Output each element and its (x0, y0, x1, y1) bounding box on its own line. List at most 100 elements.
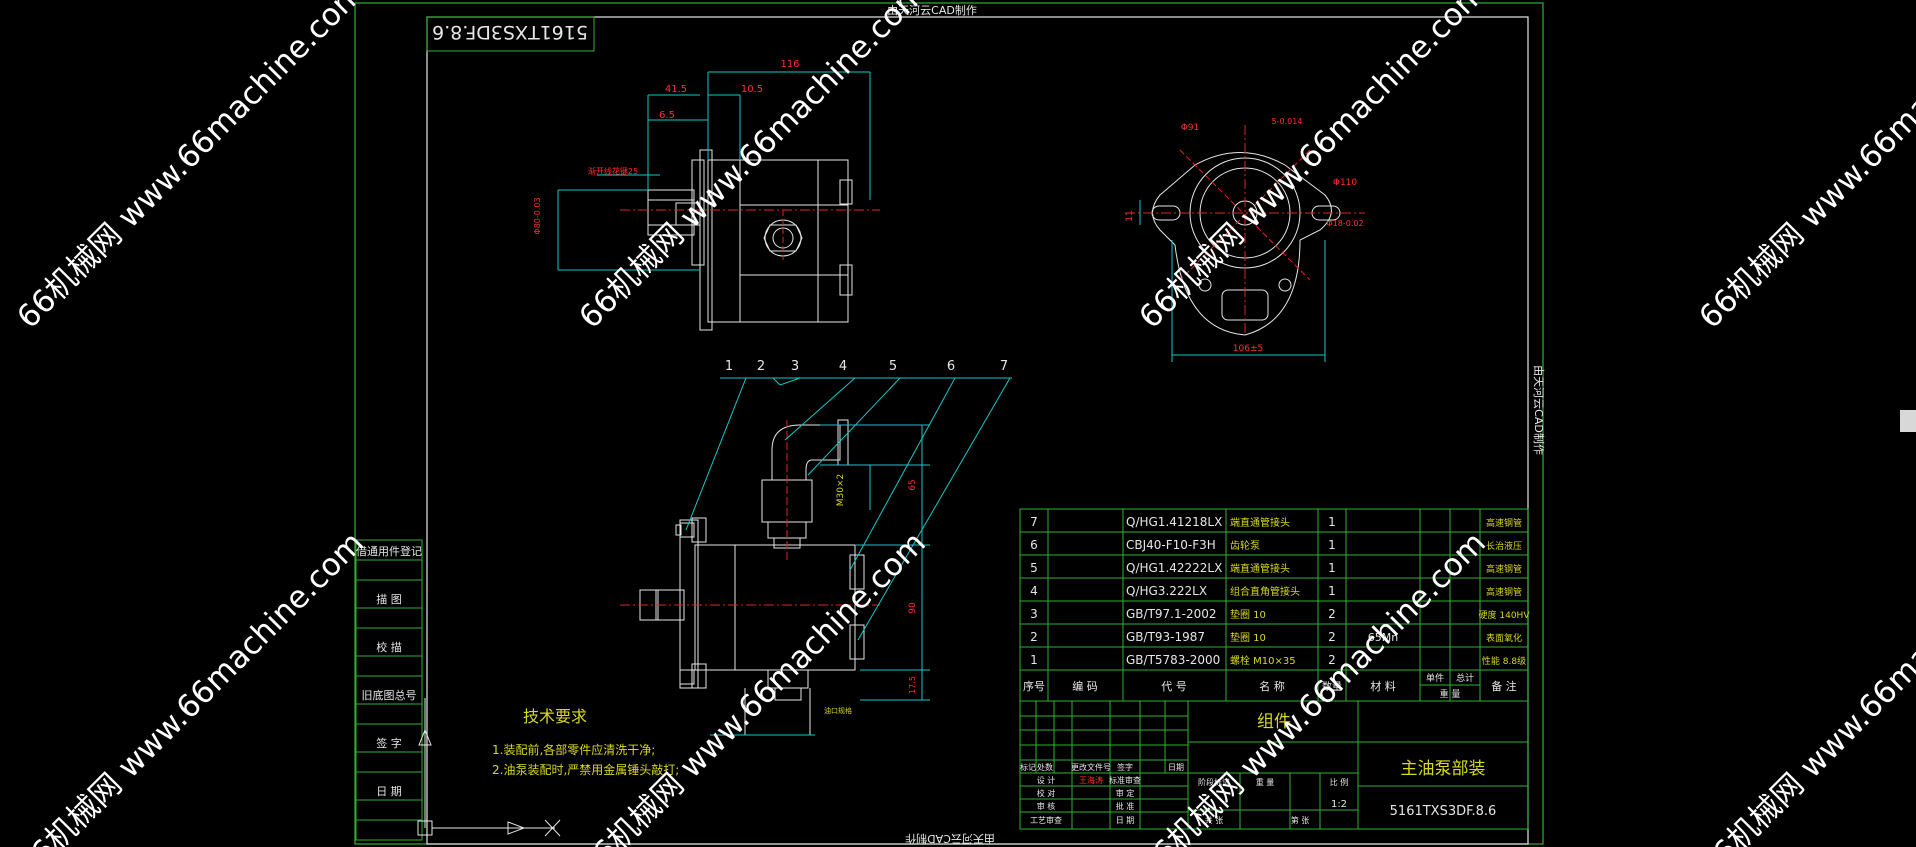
dim-17-5: 17.5 (908, 676, 917, 694)
balloon-3: 3 (791, 359, 799, 374)
watermark-4: 66机械网 www.66machine.com (1692, 0, 1916, 336)
left-column: 借通用件登记 描 图 校 描 旧底图总号 签 字 日 期 (355, 539, 423, 841)
dim-tol: 5-0.014 (1272, 117, 1303, 126)
title-block: 组件 主油泵部装 5161TXS3DF.8.6 1:2 王海涛 标记 处数 更改… (1019, 700, 1529, 830)
bom-table: 7 Q/HG1.41218LX 端直通管接头 1 高速钢管 6 CBJ40-F1… (1019, 508, 1531, 702)
bom-2-material: 65Mn (1368, 631, 1398, 644)
bom-head-code-b: 代 号 (1161, 680, 1187, 693)
tb-group: 组件 (1257, 712, 1291, 732)
tb-code: 5161TXS3DF.8.6 (1390, 804, 1497, 819)
bom-6-no: 6 (1030, 538, 1038, 552)
tb-label-8: 工艺审查 (1030, 815, 1062, 825)
scrollbar-thumb[interactable] (1900, 410, 1916, 432)
bom-head-note: 备 注 (1491, 679, 1517, 693)
bom-head-unit: 单件 (1426, 672, 1444, 684)
watermark-5: 66机械网 www.66machine.com (10, 525, 371, 847)
balloon-6: 6 (947, 359, 955, 374)
bom-4-no: 4 (1030, 584, 1038, 598)
tech-note-2: 2.油泵装配时,严禁用金属锤头敲打; (492, 762, 679, 777)
bom-7-name: 端直通管接头 (1230, 516, 1290, 529)
bom-6-name: 齿轮泵 (1230, 539, 1260, 552)
left-label-5: 日 期 (376, 785, 402, 798)
bom-3-name: 垫圈 10 (1230, 608, 1266, 621)
dim-d91: Φ91 (1181, 123, 1200, 133)
bom-2-code: GB/T93-1987 (1126, 630, 1205, 644)
tb-label-11: 批 准 (1116, 801, 1135, 811)
tb-label-17: 第 张 (1291, 815, 1310, 825)
watermark-8: 66机械网 www.66machine.com (1692, 525, 1916, 847)
tb-label-7: 审 核 (1037, 801, 1056, 811)
dim-spline: 渐开线花键25 (588, 166, 638, 176)
bom-4-qty: 1 (1328, 584, 1336, 598)
side-credit: 由天河云CAD制作 (1532, 365, 1546, 455)
tb-label-1: 处数 (1037, 762, 1053, 772)
bom-6-code: CBJ40-F10-F3H (1126, 538, 1216, 552)
bom-2-qty: 2 (1328, 630, 1336, 644)
watermark-1: 66机械网 www.66machine.com (10, 0, 371, 336)
bom-2-no: 2 (1030, 630, 1038, 644)
balloon-7: 7 (1000, 359, 1008, 374)
bom-3-note: 硬度 140HV (1479, 609, 1531, 621)
bom-7-no: 7 (1030, 515, 1038, 529)
dim-d18: Φ18-0.02 (1326, 219, 1363, 228)
mirrored-code-box (426, 16, 595, 52)
bom-2-note: 表面氧化 (1486, 632, 1522, 644)
dim-41-5: 41.5 (665, 84, 687, 95)
tb-label-16: 共 张 (1205, 816, 1224, 825)
dim-90: 90 (908, 602, 918, 614)
assembly-view: M30×2 65 90 17.5 油口规格 (620, 419, 930, 736)
left-label-3: 旧底图总号 (362, 688, 417, 702)
bom-6-note: 长治液压 (1486, 540, 1522, 552)
balloon-5: 5 (889, 359, 897, 374)
dim-port: 油口规格 (824, 706, 852, 715)
tech-title: 技术要求 (523, 707, 587, 726)
bom-4-note: 高速钢管 (1486, 586, 1522, 598)
bom-2-name: 垫圈 10 (1230, 631, 1266, 644)
tech-note-1: 1.装配前,各部零件应清洗干净; (492, 742, 655, 757)
ucs-icon (417, 698, 561, 837)
tb-label-5: 设 计 (1037, 775, 1056, 785)
bom-1-note: 性能 8.8级 (1482, 655, 1526, 667)
bom-6-qty: 1 (1328, 538, 1336, 552)
bom-7-note: 高速钢管 (1486, 517, 1522, 529)
bom-head-qty: 数量 (1322, 680, 1342, 693)
mirrored-code: 5161TXS3DF.8.6 (432, 21, 588, 43)
bom-1-no: 1 (1030, 653, 1038, 667)
tb-label-10: 审 定 (1116, 788, 1135, 798)
bom-head-total: 总计 (1456, 672, 1474, 684)
dim-10-5: 10.5 (741, 84, 763, 95)
tb-label-3: 签字 (1117, 762, 1133, 772)
bottom-credit: 由天河云CAD制作 (905, 832, 995, 846)
tb-label-13: 阶段标记 (1198, 777, 1230, 787)
balloon-1: 1 (725, 359, 733, 374)
tb-label-15: 比 例 (1330, 777, 1349, 787)
bom-5-note: 高速钢管 (1486, 563, 1522, 575)
bom-1-code: GB/T5783-2000 (1126, 653, 1220, 667)
tb-label-9: 标准审查 (1109, 775, 1141, 785)
dim-65: 65 (908, 479, 918, 490)
watermarks: 66机械网 www.66machine.com 66机械网 www.66mach… (10, 0, 1916, 847)
tb-label-12: 日 期 (1116, 816, 1135, 825)
inner-frame (426, 16, 1529, 845)
left-label-2: 校 描 (376, 640, 402, 654)
tb-label-4: 日期 (1168, 763, 1184, 772)
tb-scale: 1:2 (1331, 799, 1347, 810)
dim-vert-d: Φ80-0.03 (533, 197, 542, 234)
bom-3-no: 3 (1030, 607, 1038, 621)
top-credit: 由天河云CAD制作 (887, 3, 977, 17)
tb-title: 主油泵部装 (1401, 759, 1486, 779)
bom-head-weight: 重 量 (1440, 688, 1461, 700)
dim-11: 11 (1125, 210, 1135, 221)
flange-front-view: Φ91 5-0.014 Φ110 Φ18-0.02 11 106±5 (1125, 117, 1365, 362)
bom-4-code: Q/HG3.222LX (1126, 584, 1207, 598)
balloon-4: 4 (839, 359, 847, 374)
bom-7-code: Q/HG1.41218LX (1126, 515, 1222, 529)
dim-106: 106±5 (1233, 344, 1263, 354)
tb-designer: 王海涛 (1079, 775, 1103, 785)
tb-label-2: 更改文件号 (1071, 762, 1111, 772)
bom-3-qty: 2 (1328, 607, 1336, 621)
left-label-0: 借通用件登记 (356, 544, 422, 558)
bom-head-name: 名 称 (1259, 679, 1285, 693)
watermark-3: 66机械网 www.66machine.com (1132, 0, 1493, 336)
